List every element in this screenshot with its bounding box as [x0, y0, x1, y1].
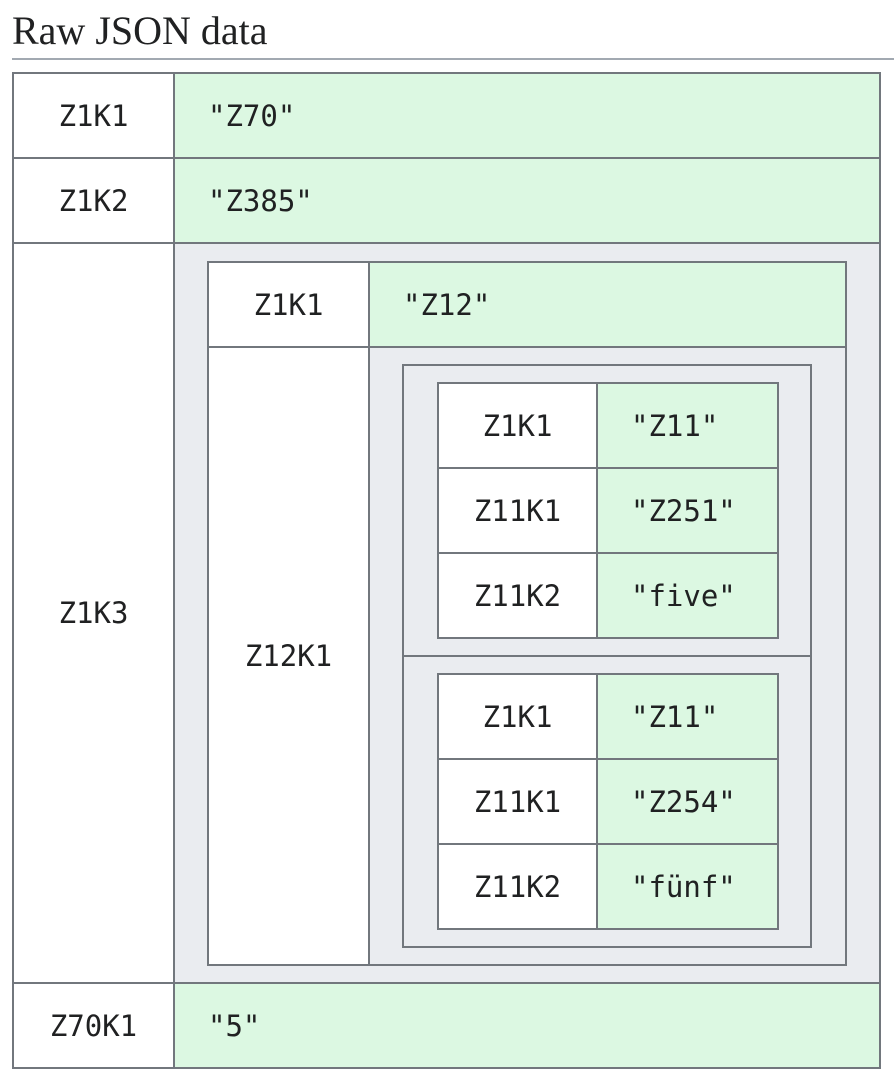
list-item: Z1K1 "Z11" Z11K1 "Z254" [404, 655, 810, 946]
nested-object-table: Z1K1 "Z12" Z12K1 [207, 261, 847, 966]
key-cell: Z11K2 [437, 843, 598, 930]
value-cell: "Z254" [596, 758, 779, 845]
key-cell: Z1K2 [12, 157, 175, 244]
key-cell: Z1K1 [207, 261, 370, 348]
nested-object-cell: Z1K1 "Z12" Z12K1 [173, 242, 881, 984]
key-cell: Z1K1 [12, 72, 175, 159]
section-heading: Raw JSON data [12, 0, 894, 60]
value-cell: "Z12" [368, 261, 847, 348]
table-row: Z1K1 "Z11" [437, 382, 779, 469]
list-cell: Z1K1 "Z11" Z11K1 "Z251" [368, 346, 847, 966]
table-row: Z11K1 "Z251" [437, 467, 779, 554]
value-cell: "Z70" [173, 72, 881, 159]
table-row: Z12K1 [207, 346, 847, 966]
key-cell: Z11K2 [437, 552, 598, 639]
key-cell: Z12K1 [207, 346, 370, 966]
value-cell: "five" [596, 552, 779, 639]
table-row: Z1K1 "Z70" [12, 72, 881, 159]
list-item: Z1K1 "Z11" Z11K1 "Z251" [404, 366, 810, 655]
list-item-table: Z1K1 "Z11" Z11K1 "Z254" [437, 673, 779, 930]
key-cell: Z70K1 [12, 982, 175, 1069]
table-row: Z11K2 "fünf" [437, 843, 779, 930]
table-row: Z1K2 "Z385" [12, 157, 881, 244]
raw-json-table: Z1K1 "Z70" Z1K2 "Z385" Z1K3 Z1K1 "Z12" [12, 72, 881, 1069]
value-cell: "Z251" [596, 467, 779, 554]
table-row: Z70K1 "5" [12, 982, 881, 1069]
value-cell: "Z385" [173, 157, 881, 244]
list-item-table: Z1K1 "Z11" Z11K1 "Z251" [437, 382, 779, 639]
table-row: Z1K3 Z1K1 "Z12" Z12K1 [12, 242, 881, 984]
list-container: Z1K1 "Z11" Z11K1 "Z251" [402, 364, 812, 948]
table-row: Z11K1 "Z254" [437, 758, 779, 845]
key-cell: Z1K3 [12, 242, 175, 984]
value-cell: "5" [173, 982, 881, 1069]
value-cell: "Z11" [596, 673, 779, 760]
table-row: Z1K1 "Z11" [437, 673, 779, 760]
table-row: Z11K2 "five" [437, 552, 779, 639]
value-cell: "Z11" [596, 382, 779, 469]
key-cell: Z1K1 [437, 673, 598, 760]
key-cell: Z11K1 [437, 758, 598, 845]
value-cell: "fünf" [596, 843, 779, 930]
key-cell: Z1K1 [437, 382, 598, 469]
table-row: Z1K1 "Z12" [207, 261, 847, 348]
key-cell: Z11K1 [437, 467, 598, 554]
